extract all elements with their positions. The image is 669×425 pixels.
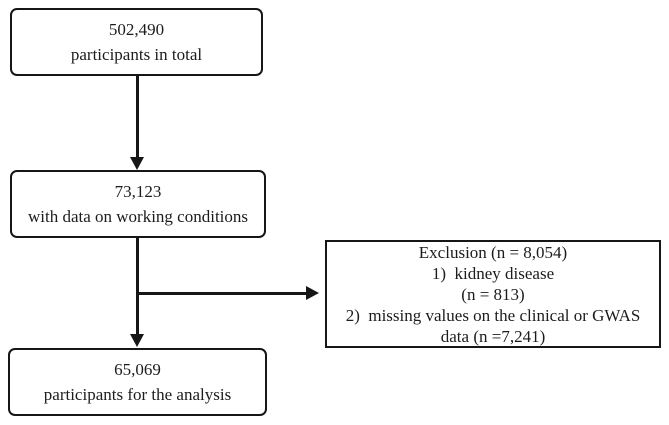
arrow-working-to-analysis-head-icon <box>130 334 144 347</box>
arrow-total-to-working-head-icon <box>130 157 144 170</box>
total-label: participants in total <box>70 45 203 64</box>
box-exclusion: Exclusion (n = 8,054) 1) kidney disease … <box>325 240 661 348</box>
box-analysis-participants: 65,069 participants for the analysis <box>8 348 267 416</box>
exclusion-item-2: 2) missing values on the clinical or GWA… <box>345 305 641 325</box>
arrow-total-to-working-line <box>136 76 139 158</box>
box-working-conditions: 73,123 with data on working conditions <box>10 170 266 238</box>
exclusion-item-1: 1) kidney disease <box>431 263 555 283</box>
exclusion-item-1-count: (n = 813) <box>461 284 525 304</box>
exclusion-item-2-count: data (n =7,241) <box>440 326 546 346</box>
arrow-working-to-analysis-line <box>136 237 139 335</box>
working-label: with data on working conditions <box>27 207 249 226</box>
box-total-participants: 502,490 participants in total <box>10 8 263 76</box>
analysis-label: participants for the analysis <box>43 385 232 404</box>
total-count: 502,490 <box>108 20 165 39</box>
arrow-to-exclusion-line <box>139 292 307 295</box>
analysis-count: 65,069 <box>114 360 161 379</box>
arrow-to-exclusion-head-icon <box>306 286 319 300</box>
exclusion-title: Exclusion (n = 8,054) <box>418 242 568 262</box>
working-count: 73,123 <box>114 182 162 201</box>
